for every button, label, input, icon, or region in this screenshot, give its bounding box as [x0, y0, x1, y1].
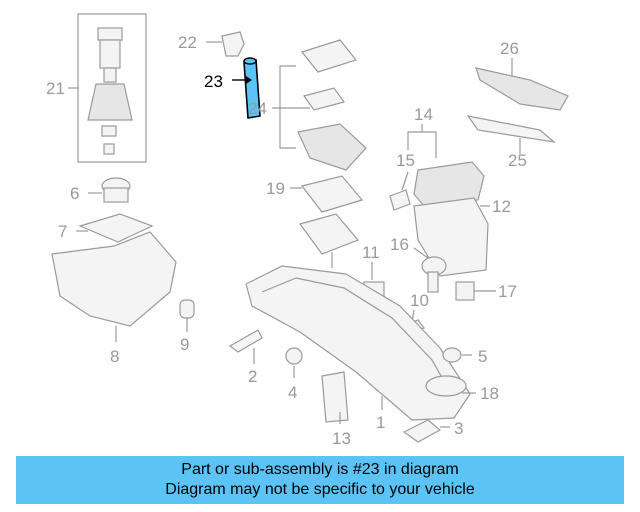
label-6: 6	[70, 184, 79, 203]
label-19: 19	[266, 179, 285, 198]
part-6-cup-insert[interactable]	[101, 177, 131, 203]
part-5-cap[interactable]	[442, 347, 462, 363]
part-15-clip[interactable]	[389, 189, 411, 211]
part-26-armrest-pad[interactable]	[475, 67, 569, 111]
part-8-lower-panel[interactable]	[51, 231, 177, 327]
label-23: 23	[204, 72, 223, 91]
info-banner: Part or sub-assembly is #23 in diagram D…	[16, 456, 624, 504]
label-16: 16	[390, 235, 409, 254]
part-13-bracket[interactable]	[321, 371, 349, 423]
label-13: 13	[332, 429, 351, 448]
part-17-plug[interactable]	[455, 281, 475, 301]
part-7-mat[interactable]	[78, 213, 154, 243]
label-4: 4	[288, 383, 297, 402]
parts-diagram: 21 22 23 24 26 25 14 15	[46, 13, 569, 448]
part-16-cup[interactable]	[421, 256, 447, 293]
label-7: 7	[58, 222, 67, 241]
part-2-trim[interactable]	[228, 329, 263, 353]
part-18-cupholder[interactable]	[425, 375, 467, 397]
part-23-highlighted[interactable]	[243, 57, 261, 119]
label-25: 25	[508, 151, 527, 170]
label-12: 12	[492, 197, 511, 216]
label-2: 2	[248, 367, 257, 386]
label-11: 11	[362, 243, 380, 262]
label-1: 1	[376, 413, 385, 432]
part-1-console[interactable]	[245, 265, 471, 421]
part-9-pin[interactable]	[179, 299, 195, 319]
label-8: 8	[110, 347, 119, 366]
label-21: 21	[46, 79, 65, 98]
part-22-knob-cap[interactable]	[221, 31, 245, 57]
label-22: 22	[178, 33, 197, 52]
part-25-rail[interactable]	[466, 115, 556, 143]
part-20-tray[interactable]	[299, 213, 360, 255]
part-19-bezel[interactable]	[300, 175, 364, 213]
label-9: 9	[180, 335, 189, 354]
banner-line-1: Part or sub-assembly is #23 in diagram	[181, 461, 459, 478]
label-17: 17	[498, 282, 517, 301]
label-18: 18	[480, 384, 499, 403]
label-5: 5	[478, 347, 487, 366]
part-14-lid[interactable]	[413, 161, 485, 207]
label-10: 10	[410, 291, 429, 310]
label-24: 24	[248, 99, 267, 118]
label-3: 3	[454, 419, 463, 438]
part-24-shift-plate[interactable]	[297, 39, 367, 171]
label-26: 26	[500, 39, 519, 58]
part-3-bracket[interactable]	[402, 419, 442, 443]
label-14: 14	[414, 105, 433, 124]
label-15: 15	[396, 151, 415, 170]
part-4-knob[interactable]	[285, 347, 303, 365]
part-21-shift-boot[interactable]	[77, 13, 147, 163]
banner-line-2: Diagram may not be specific to your vehi…	[165, 481, 475, 498]
